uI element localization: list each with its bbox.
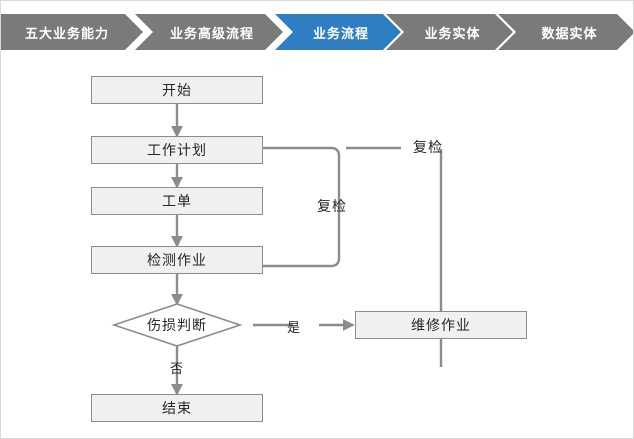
node-start-label: 开始 bbox=[162, 83, 192, 99]
breadcrumb-item-4[interactable]: 业务实体 bbox=[386, 14, 513, 50]
breadcrumb-item-5[interactable]: 数据实体 bbox=[498, 14, 634, 50]
edge-label-no: 否 bbox=[170, 362, 185, 377]
breadcrumb-item-4-label: 业务实体 bbox=[424, 26, 481, 42]
node-start[interactable]: 开始 bbox=[91, 76, 263, 104]
node-inspection-label: 检测作业 bbox=[147, 253, 207, 269]
breadcrumb-item-3-active[interactable]: 业务流程 bbox=[275, 14, 401, 50]
flowchart: 开始 工作计划 工单 检测作业 伤损判断 维修作业 结束 是 否 复检 复检 bbox=[1, 56, 633, 438]
breadcrumb-item-3-label: 业务流程 bbox=[312, 26, 369, 42]
node-work-order[interactable]: 工单 bbox=[91, 187, 263, 215]
flowchart-connectors bbox=[171, 104, 443, 396]
breadcrumb-item-2-label: 业务高级流程 bbox=[169, 26, 254, 42]
breadcrumb-item-1-label: 五大业务能力 bbox=[24, 26, 109, 42]
edge-label-recheck-outer: 复检 bbox=[413, 140, 443, 156]
breadcrumb-item-1[interactable]: 五大业务能力 bbox=[1, 14, 143, 50]
node-end-label: 结束 bbox=[162, 401, 192, 417]
node-repair[interactable]: 维修作业 bbox=[355, 311, 527, 339]
edge-inspection-recheck-loop bbox=[185, 142, 341, 268]
edge-label-yes: 是 bbox=[287, 321, 302, 336]
node-repair-label: 维修作业 bbox=[411, 318, 471, 334]
node-work-plan[interactable]: 工作计划 bbox=[91, 136, 263, 164]
node-inspection[interactable]: 检测作业 bbox=[91, 246, 263, 274]
breadcrumb-item-5-label: 数据实体 bbox=[541, 26, 598, 42]
node-work-plan-label: 工作计划 bbox=[147, 143, 207, 159]
edge-label-recheck-inner: 复检 bbox=[317, 199, 347, 215]
node-end[interactable]: 结束 bbox=[91, 394, 263, 422]
breadcrumb-item-2[interactable]: 业务高级流程 bbox=[135, 14, 283, 50]
node-decision-shape[interactable] bbox=[111, 303, 243, 347]
breadcrumb: 五大业务能力 业务高级流程 业务流程 业务实体 数据实体 bbox=[1, 14, 634, 50]
node-work-order-label: 工单 bbox=[162, 194, 192, 210]
